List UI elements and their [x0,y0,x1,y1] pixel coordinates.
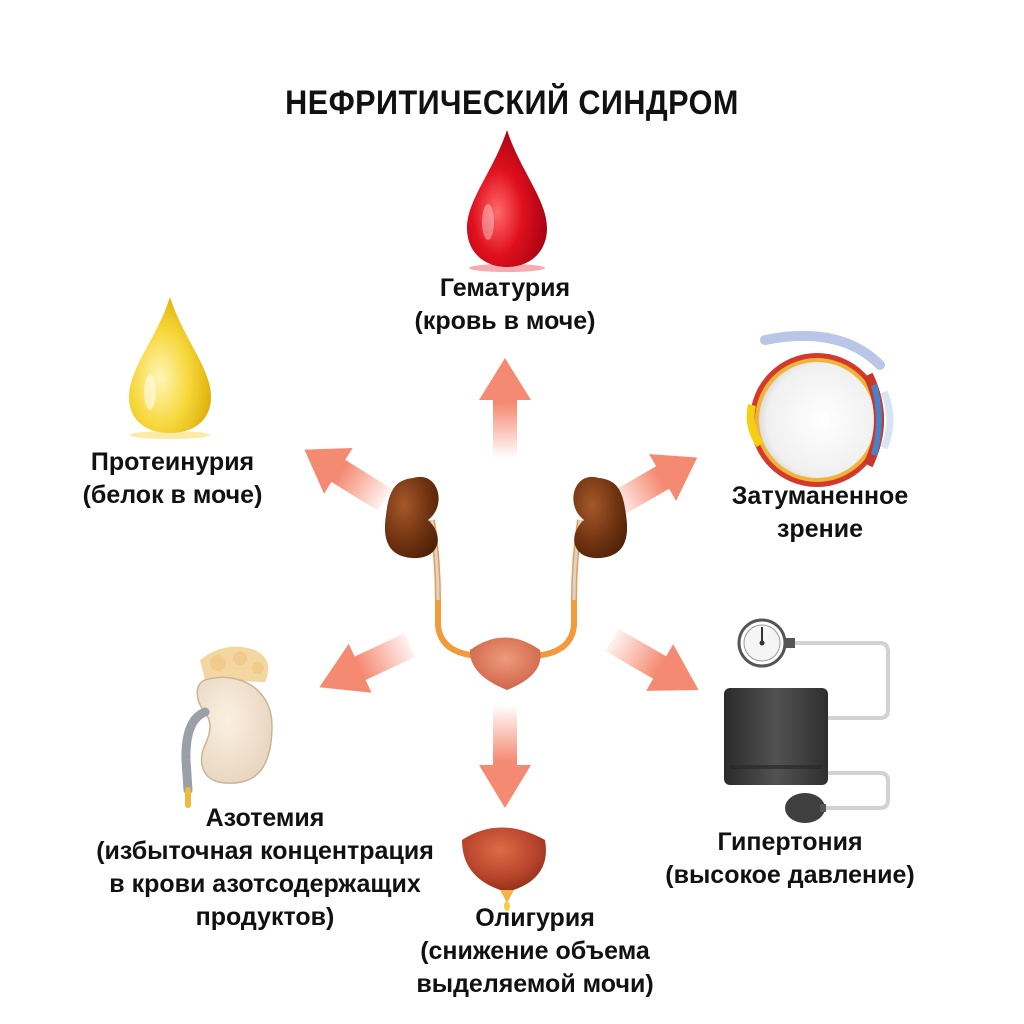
label-hypertension: Гипертония (высокое давление) [650,826,930,892]
kidney-adrenal-icon [181,646,273,808]
urinary-system-icon [384,476,628,690]
label-proteinuria: Протеинурия (белок в моче) [60,446,285,512]
blood-pressure-monitor-icon [724,618,890,823]
label-oliguria-desc1: (снижение объема [420,937,650,965]
label-hypertension-desc: (высокое давление) [665,861,915,889]
label-hematuria: Гематурия (кровь в моче) [395,272,615,338]
arrow-down-right-hypertension [605,628,699,691]
arrow-down-left-azotemia [319,633,416,693]
protein-drop-icon [129,297,211,439]
blood-drop-icon [467,130,547,272]
label-hypertension-name: Гипертония [717,828,863,856]
eye-icon [746,330,894,487]
label-oliguria: Олигурия (снижение объема выделяемой моч… [390,902,680,1001]
arrow-up-left-proteinuria [304,447,392,512]
arrow-down-oliguria [479,705,531,808]
label-hematuria-desc: (кровь в моче) [414,307,596,335]
page-title: НЕФРИТИЧЕСКИЙ СИНДРОМ [285,84,739,122]
arrow-up-hematuria [479,358,531,458]
label-proteinuria-desc: (белок в моче) [82,481,263,509]
label-azotemia-desc1: (избыточная концентрация [96,837,434,865]
label-blurred-vision: Затуманенное зрение [720,480,920,546]
label-oliguria-desc2: выделяемой мочи) [416,970,654,998]
label-blurred-vision-line1: Затуманенное [731,482,909,510]
bladder-icon [462,827,546,911]
label-azotemia-desc3: продуктов) [195,903,335,931]
label-azotemia: Азотемия (избыточная концентрация в кров… [75,802,455,934]
label-proteinuria-name: Протеинурия [90,448,255,476]
label-azotemia-desc2: в крови азотсодержащих [109,870,421,898]
label-oliguria-name: Олигурия [475,904,595,932]
label-azotemia-name: Азотемия [205,804,325,832]
arrow-up-right-vision [608,454,698,517]
label-hematuria-name: Гематурия [439,274,571,302]
label-blurred-vision-line2: зрение [777,515,863,543]
